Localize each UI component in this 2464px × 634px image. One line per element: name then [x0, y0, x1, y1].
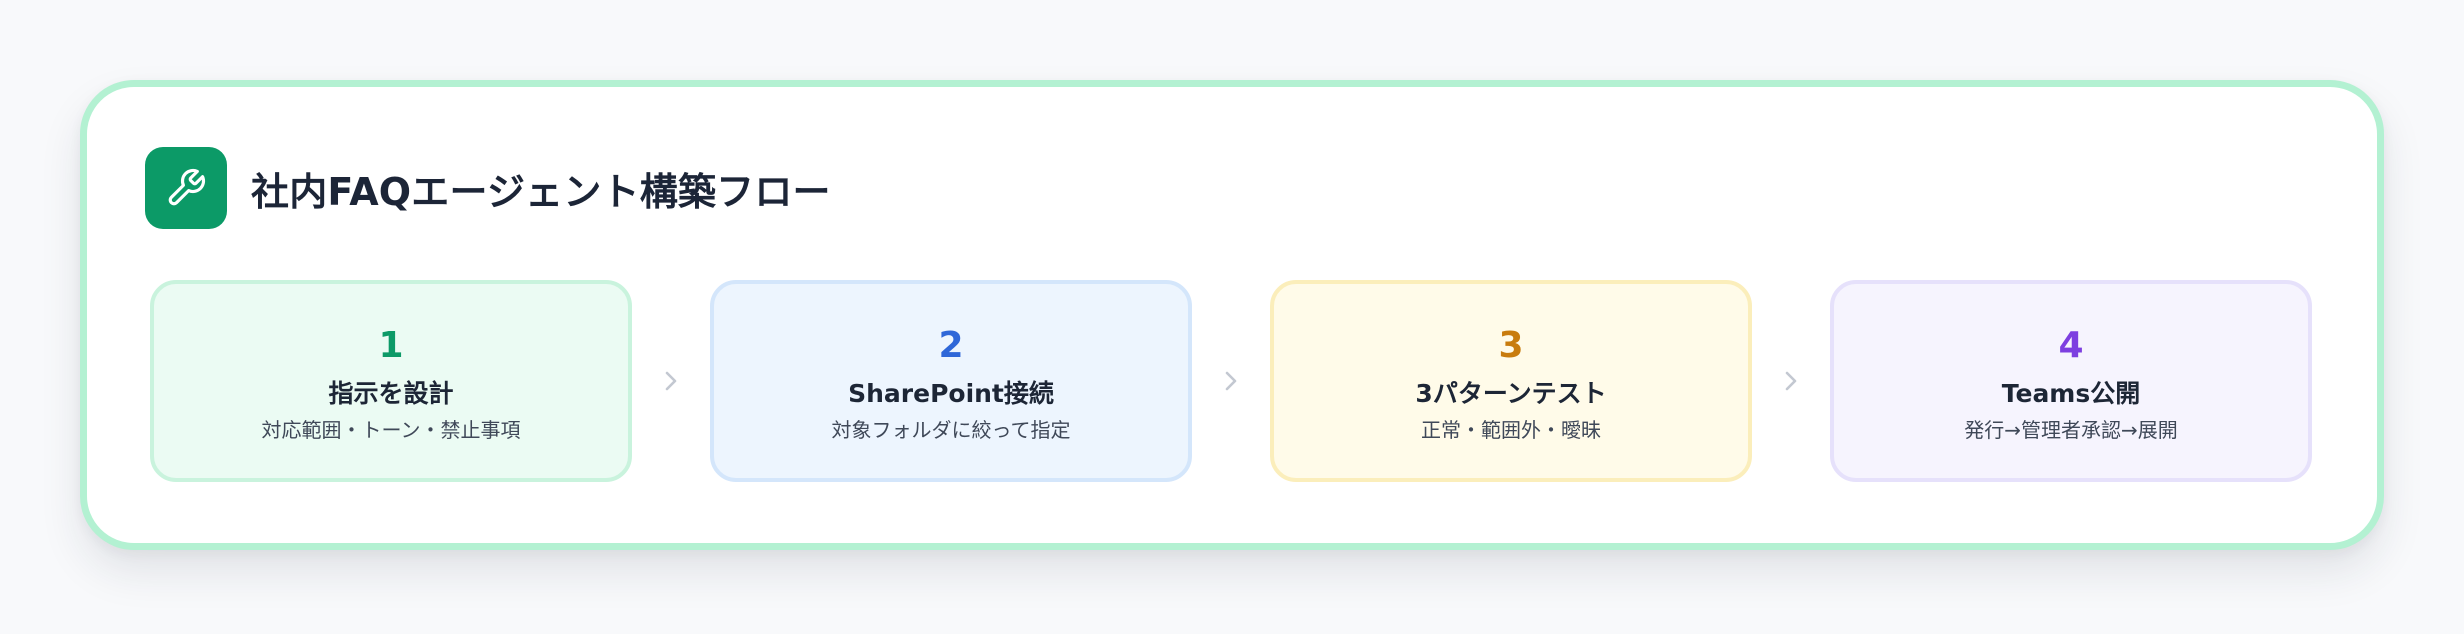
step-number: 4 — [2058, 325, 2084, 366]
step-description: 対応範囲・トーン・禁止事項 — [261, 418, 521, 442]
step-card-4: 4 Teams公開 発行→管理者承認→展開 — [1830, 280, 2312, 482]
step-flow: 1 指示を設計 対応範囲・トーン・禁止事項 2 SharePoint接続 対象フ… — [150, 280, 2312, 482]
step-description: 正常・範囲外・曖昧 — [1421, 418, 1601, 442]
chevron-right-icon — [1752, 368, 1830, 394]
step-card-3: 3 3パターンテスト 正常・範囲外・曖昧 — [1270, 280, 1752, 482]
step-description: 対象フォルダに絞って指定 — [831, 418, 1071, 442]
chevron-right-icon — [632, 368, 710, 394]
step-card-1: 1 指示を設計 対応範囲・トーン・禁止事項 — [150, 280, 632, 482]
wrench-icon — [145, 147, 227, 229]
step-title: Teams公開 — [2001, 379, 2141, 408]
card-header: 社内FAQエージェント構築フロー — [145, 145, 831, 231]
step-number: 1 — [378, 325, 404, 366]
page-title: 社内FAQエージェント構築フロー — [251, 169, 831, 214]
step-title: 3パターンテスト — [1415, 379, 1607, 408]
step-title: 指示を設計 — [328, 379, 454, 408]
step-card-2: 2 SharePoint接続 対象フォルダに絞って指定 — [710, 280, 1192, 482]
step-title: SharePoint接続 — [848, 379, 1054, 408]
step-number: 3 — [1498, 325, 1524, 366]
step-description: 発行→管理者承認→展開 — [1964, 418, 2178, 442]
step-number: 2 — [938, 325, 964, 366]
chevron-right-icon — [1192, 368, 1270, 394]
